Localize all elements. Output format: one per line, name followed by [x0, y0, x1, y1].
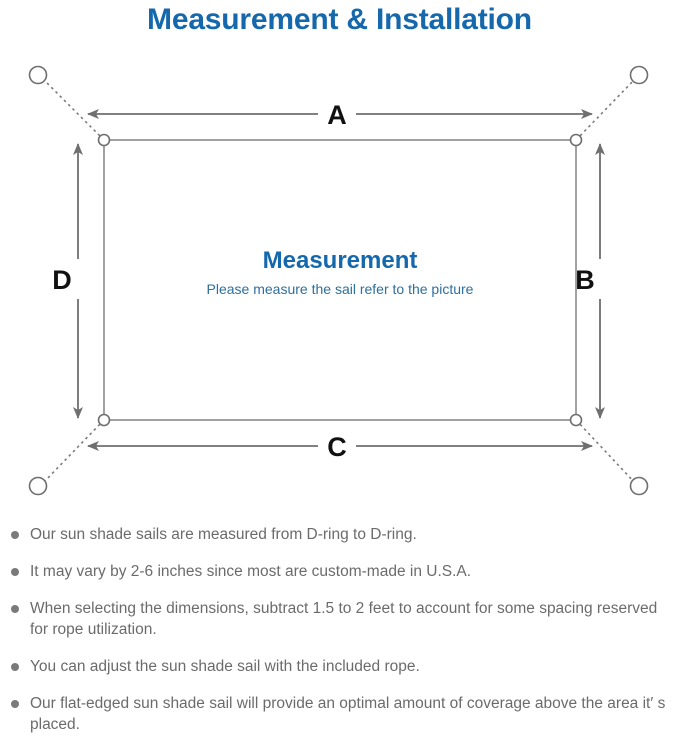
list-item: Our flat-edged sun shade sail will provi…	[0, 693, 679, 735]
dimension-label-d: D	[52, 265, 72, 295]
list-item-text: You can adjust the sun shade sail with t…	[30, 658, 420, 675]
diagram-center-heading: Measurement	[263, 247, 418, 274]
notes-list: Our sun shade sails are measured from D-…	[0, 524, 679, 751]
rope-bottom-left	[41, 419, 105, 485]
page-title: Measurement & Installation	[147, 3, 532, 36]
d-ring-bottom-left	[97, 413, 111, 427]
rope-top-left	[41, 77, 105, 141]
bullet-icon	[11, 663, 19, 671]
list-item-text: It may vary by 2-6 inches since most are…	[30, 563, 472, 580]
list-item-text: Our sun shade sails are measured from D-…	[30, 526, 417, 543]
anchor-post-top-left	[28, 65, 48, 85]
d-ring-top-left	[97, 133, 111, 147]
rope-bottom-right	[575, 419, 637, 485]
list-item: Our sun shade sails are measured from D-…	[0, 524, 679, 545]
list-item-text: When selecting the dimensions, subtract …	[30, 600, 658, 638]
dimension-label-a: A	[327, 100, 347, 130]
bullet-icon	[11, 605, 19, 613]
list-item-text: Our flat-edged sun shade sail will provi…	[30, 695, 666, 733]
bullet-icon	[11, 531, 19, 539]
anchor-post-bottom-left	[28, 476, 48, 496]
bullet-icon	[11, 568, 19, 576]
dimension-label-c: C	[327, 432, 347, 462]
bullet-icon	[11, 700, 19, 708]
diagram-center-subtext: Please measure the sail refer to the pic…	[207, 281, 474, 297]
sail-rectangle	[103, 139, 577, 421]
d-ring-top-right	[569, 133, 583, 147]
list-item: You can adjust the sun shade sail with t…	[0, 656, 679, 677]
sun-shade-sail-measurement-diagram: A C D B Measurement Please measure the s…	[0, 46, 679, 516]
anchor-post-bottom-right	[629, 476, 649, 496]
anchor-post-top-right	[629, 65, 649, 85]
list-item: It may vary by 2-6 inches since most are…	[0, 561, 679, 582]
d-ring-bottom-right	[569, 413, 583, 427]
dimension-label-b: B	[575, 265, 595, 295]
list-item: When selecting the dimensions, subtract …	[0, 598, 679, 640]
rope-top-right	[575, 77, 637, 141]
